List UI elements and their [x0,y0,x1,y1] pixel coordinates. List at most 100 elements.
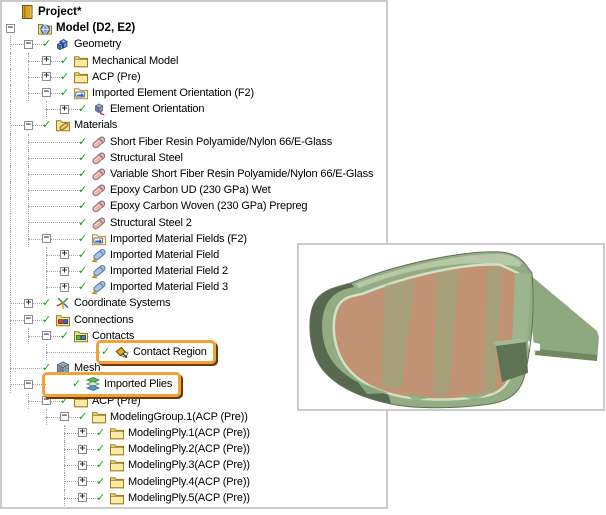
tree-item-label: ModelingPly.4(ACP (Pre)) [128,475,250,488]
expand-expander-icon[interactable]: + [60,249,69,260]
tree-item-modelingply-2-acp-pre[interactable]: +✓ModelingPly.2(ACP (Pre)) [2,441,386,458]
collapse-expander-icon[interactable]: − [60,411,69,422]
tree-item-acp-pre[interactable]: −✓ ACP (Pre) [2,392,386,409]
folder-import-icon [91,231,107,247]
floor-chevron [457,393,491,400]
tree-item-variable-short-fiber-resin-polyamide-nylon-66-e-glass[interactable]: ✓Variable Short Fiber Resin Polyamide/Ny… [2,165,386,183]
coordinate-systems-icon [55,295,71,311]
folder-icon [73,53,89,69]
material-tag-icon [91,134,107,150]
expand-expander-icon[interactable]: + [24,297,33,308]
connections-folder-icon [55,312,71,328]
check-status-icon: ✓ [42,118,52,132]
check-status-icon: ✓ [78,247,88,261]
tree-item-content: ✓Imported Material Field 2 [78,263,228,279]
interior-stripe [483,267,502,394]
tree-item-imported-material-field-2[interactable]: + ✓Imported Material Field 2 [2,263,386,280]
tree-item-contacts[interactable]: −✓Contacts [2,327,386,344]
tree-item-label: Structural Steel 2 [110,216,192,229]
collapse-expander-icon[interactable]: − [24,38,33,49]
tree-item-modelingply-5-acp-pre[interactable]: +✓ModelingPly.5(ACP (Pre)) [2,489,386,506]
folder-icon [109,457,125,473]
tree-branch-line [46,351,100,353]
tree-branch-line [28,190,82,192]
tree-item-label: Contacts [92,329,135,342]
check-status-icon: ✓ [78,150,88,164]
tree-item-content: ✓Contact Region [96,339,216,365]
tree-item-connections[interactable]: −✓Connections [2,311,386,328]
collapse-expander-icon[interactable]: − [42,87,51,98]
collapse-expander-icon[interactable]: − [6,22,15,33]
tree-item-contact-region[interactable]: ✓Contact Region [2,339,386,365]
check-status-icon: ✓ [96,425,106,439]
expand-expander-icon[interactable]: + [60,103,69,114]
shell-shadow-left [309,283,391,404]
tree-item-label: Imported Material Field [110,248,220,261]
tree-item-content: ✓Variable Short Fiber Resin Polyamide/Ny… [78,166,373,182]
tree-item-label: Element Orientation [110,103,205,116]
tree-item-epoxy-carbon-ud-230-gpa-wet[interactable]: ✓Epoxy Carbon UD (230 GPa) Wet [2,182,386,199]
tree-item-structural-steel[interactable]: ✓Structural Steel [2,149,386,166]
collapse-expander-icon[interactable]: − [24,378,33,389]
tree-item-imported-material-fields-f2[interactable]: − ✓ Imported Material Fields (F2) [2,230,386,247]
tree-guide-line [10,133,11,150]
tree-item-project[interactable]: Project* [2,4,386,20]
collapse-expander-icon[interactable]: − [42,330,51,341]
tree-item-structural-steel-2[interactable]: ✓Structural Steel 2 [2,214,386,231]
tree-item-label: Contact Region [133,346,207,359]
expand-expander-icon[interactable]: + [78,427,87,438]
tree-item-coordinate-systems[interactable]: +✓Coordinate Systems [2,295,386,312]
tree-item-short-fiber-resin-polyamide-nylon-66-e-glass[interactable]: ✓Short Fiber Resin Polyamide/Nylon 66/E-… [2,133,386,150]
material-tag-icon [91,166,107,182]
check-status-icon: ✓ [42,361,52,375]
tree-branch-line [28,141,82,143]
collapse-expander-icon[interactable]: − [24,119,33,130]
collapse-expander-icon[interactable]: − [42,395,51,405]
tree-guide-line [10,84,11,102]
tree-item-label: ModelingPly.2(ACP (Pre)) [128,443,250,456]
tree-item-imported-element-orientation-f2[interactable]: −✓Imported Element Orientation (F2) [2,84,386,102]
collapse-expander-icon[interactable]: − [24,314,33,325]
expand-expander-icon[interactable]: + [78,443,87,454]
expand-expander-icon[interactable]: + [78,475,87,486]
tree-item-epoxy-carbon-woven-230-gpa-prepreg[interactable]: ✓Epoxy Carbon Woven (230 GPa) Prepreg [2,198,386,215]
expand-expander-icon[interactable]: + [78,459,87,470]
tree-item-mechanical-model[interactable]: +✓Mechanical Model [2,52,386,69]
tree-item-modelinggroup-1-acp-pre[interactable]: −✓ModelingGroup.1(ACP (Pre)) [2,408,386,425]
expand-expander-icon[interactable]: + [60,265,69,276]
expand-expander-icon[interactable]: + [42,55,51,66]
expand-expander-icon[interactable]: + [42,71,51,82]
tree-item-imported-material-field-3[interactable]: +✓Imported Material Field 3 [2,279,386,296]
tree-item-modelingply-1-acp-pre[interactable]: + ✓ ModelingPly.1(ACP (Pre)) [2,424,386,442]
tree-item-imported-material-field[interactable]: + ✓ Imported Material Field [2,246,386,263]
shell-outline [309,251,534,409]
expand-expander-icon[interactable]: + [60,281,69,292]
tree-item-label: ModelingPly.1(ACP (Pre)) [128,426,250,439]
expand-expander-icon[interactable]: + [78,492,87,503]
tree-item-modelingply-3-acp-pre[interactable]: +✓ModelingPly.3(ACP (Pre)) [2,457,386,474]
check-status-icon: ✓ [60,393,70,407]
folder-icon [109,474,125,490]
tree-item-content: ✓Connections [42,312,134,328]
tree-item-mesh[interactable]: ✓Mesh [2,360,386,377]
tree-item-label: ACP (Pre) [92,394,141,407]
tree-item-element-orientation[interactable]: +✓Element Orientation [2,101,386,118]
tree-guide-line [10,165,11,183]
tree-item-modelingply-4-acp-pre[interactable]: +✓ModelingPly.4(ACP (Pre)) [2,473,386,490]
tree-branch-line [28,222,82,224]
tree-item-geometry[interactable]: −✓Geometry [2,36,386,53]
check-status-icon: ✓ [78,231,88,245]
floor-chevron [357,381,389,394]
project-book-icon [19,4,35,20]
collapse-expander-icon[interactable]: − [42,233,51,244]
tree-item-content: ✓ ModelingPly.1(ACP (Pre)) [96,425,250,441]
folder-icon [91,409,107,425]
tree-item-label: Project* [38,6,82,19]
folder-icon [109,490,125,506]
tree-item-model-d2-e2[interactable]: −Model (D2, E2) [2,20,386,36]
tree-item-acp-pre[interactable]: +✓ACP (Pre) [2,68,386,85]
tree-item-materials[interactable]: −✓Materials [2,117,386,134]
folder-icon [109,425,125,441]
tree-item-label: Imported Material Fields (F2) [110,232,247,245]
tree-item-imported-plies[interactable]: −✓Imported Plies [2,372,386,397]
